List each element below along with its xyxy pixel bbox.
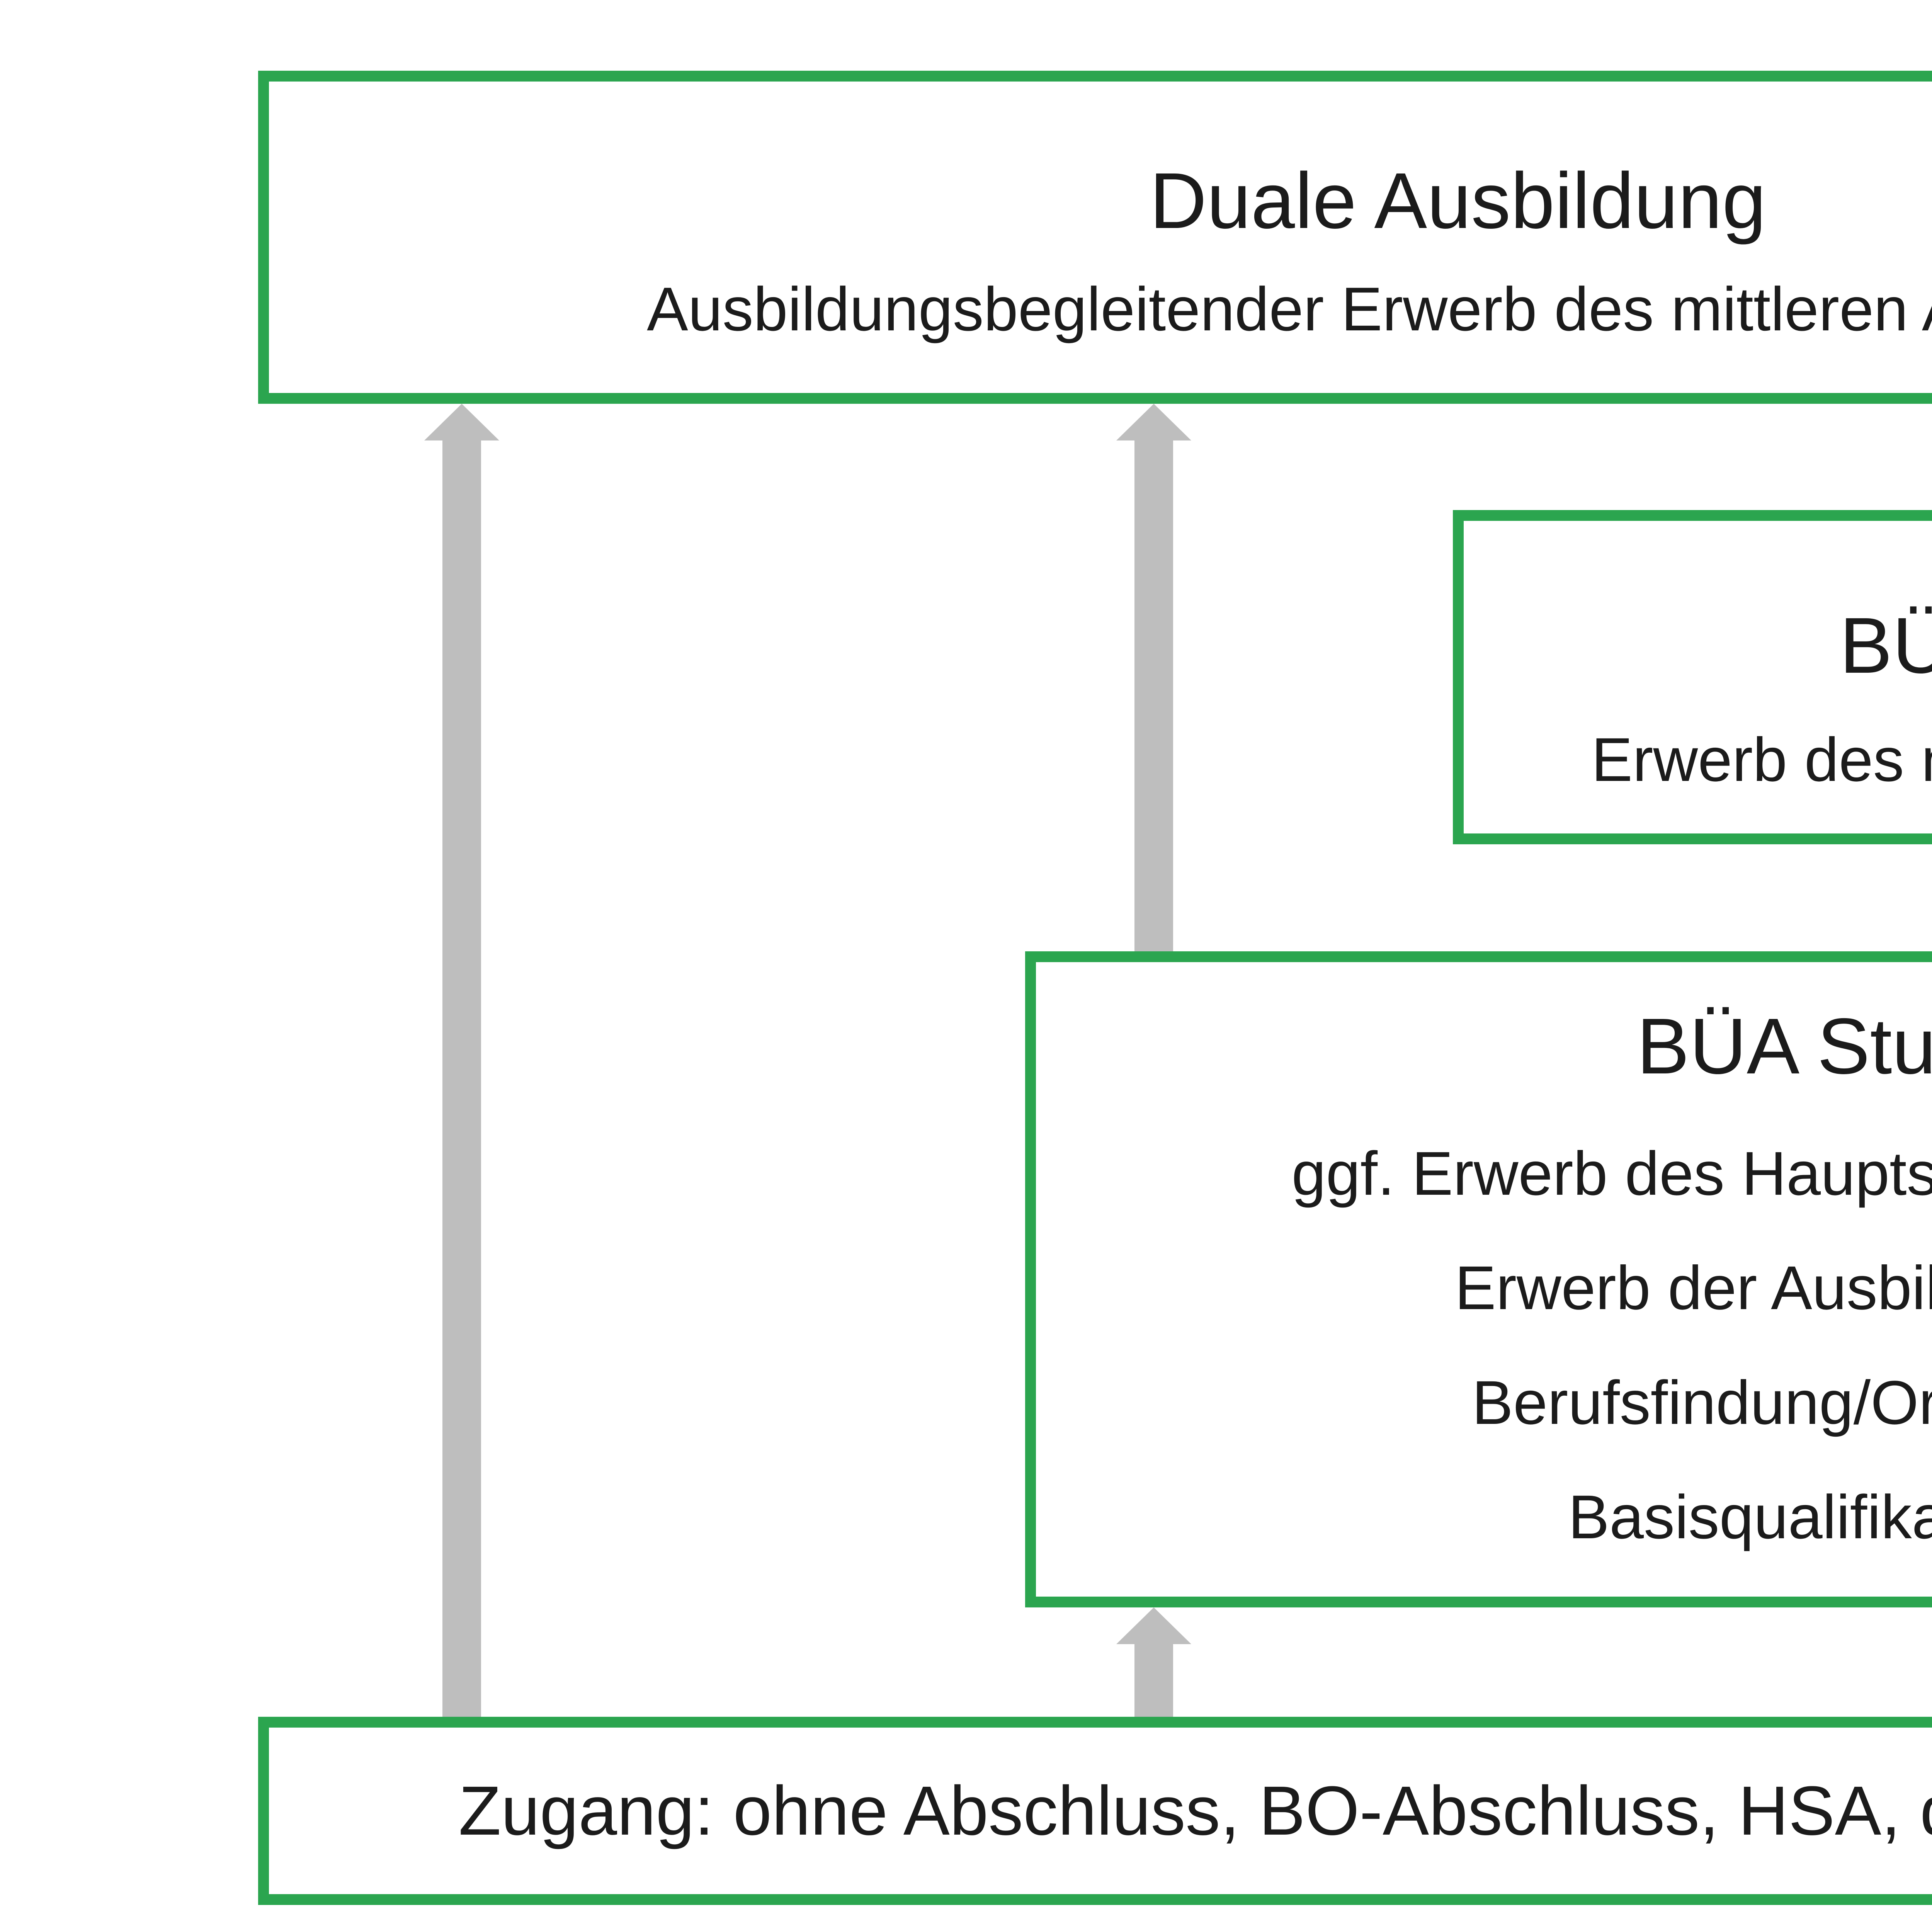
buea-stufe-1-item: Erwerb der Ausbildungsreife	[1454, 1253, 1932, 1323]
arrow-shaft	[442, 440, 481, 1717]
buea-stufe-1-title: BÜA Stufe I	[1636, 1002, 1932, 1090]
buea-stufe-1-item: ggf. Erwerb des Hauptschulabschlusses	[1291, 1138, 1932, 1208]
box-buea-stufe-1: BÜA Stufe I ggf. Erwerb des Hauptschulab…	[1025, 951, 1932, 1607]
arrow-up-icon	[1116, 404, 1191, 440]
zugang-text: Zugang: ohne Abschluss, BO-Abschluss, HS…	[458, 1772, 1932, 1850]
arrow-shaft	[1134, 440, 1173, 951]
duale-ausbildung-subtitle: Ausbildungsbegleitender Erwerb des mittl…	[647, 274, 1932, 344]
buea-stufe-2-title: BÜA Stufe II	[1839, 601, 1932, 690]
arrow-up-icon	[424, 404, 499, 440]
arrow-shaft	[1134, 1644, 1173, 1717]
box-buea-stufe-2: BÜA Stufe II Erwerb des mittleren Abschl…	[1453, 510, 1932, 844]
buea-stufe-2-subtitle: Erwerb des mittleren Abschlusses	[1591, 724, 1932, 794]
box-zugang: Zugang: ohne Abschluss, BO-Abschluss, HS…	[258, 1717, 1932, 1905]
buea-stufe-1-item: Basisqualifikationen	[1568, 1482, 1932, 1551]
box-duale-ausbildung: Duale Ausbildung Ausbildungsbegleitender…	[258, 71, 1932, 404]
buea-stufe-1-item: Berufsfindung/Orientierung	[1472, 1367, 1932, 1437]
arrow-up-icon	[1116, 1607, 1191, 1644]
duale-ausbildung-title: Duale Ausbildung	[1150, 156, 1766, 245]
